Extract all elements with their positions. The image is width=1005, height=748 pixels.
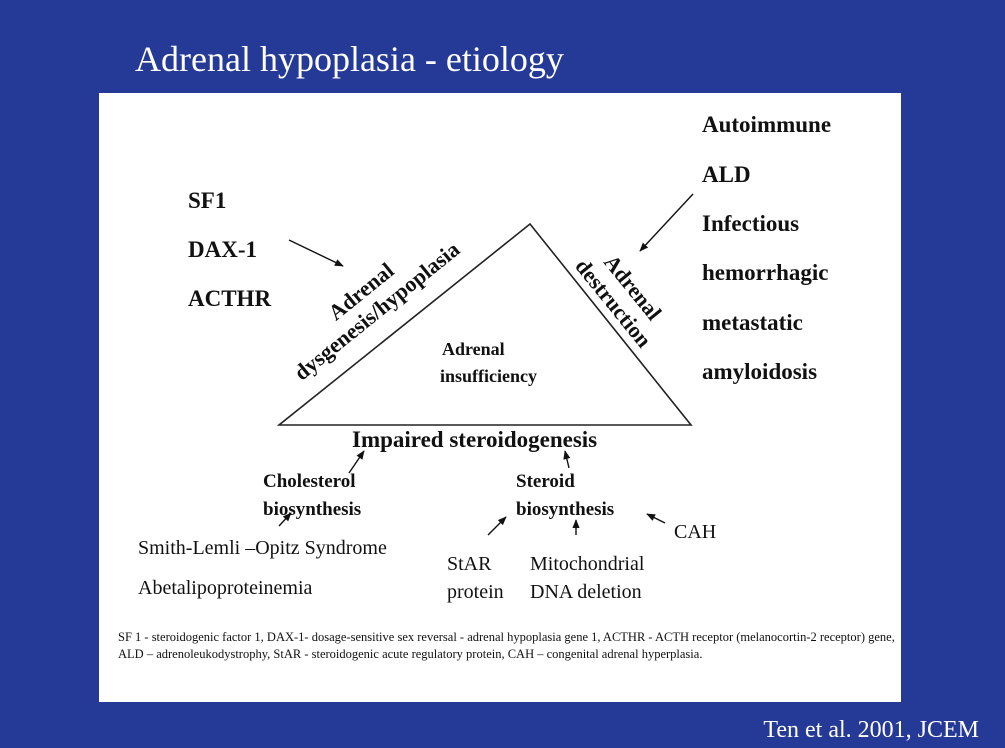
steroid-line-2: biosynthesis [516, 498, 615, 520]
diagram-lines [276, 193, 694, 536]
arrow-destruction [639, 193, 694, 252]
center-label-line-1: Adrenal [442, 339, 505, 359]
cause-autoimmune: Autoimmune [702, 112, 832, 137]
node-steroid-biosynthesis: Steroid biosynthesis [516, 468, 614, 523]
cause-infectious: Infectious [702, 211, 800, 236]
gene-dax1: DAX-1 [188, 237, 257, 262]
cause-ald: ALD [702, 162, 751, 187]
label-impaired-steroidogenesis: Impaired steroidogenesis [352, 427, 598, 452]
arrow-slo [278, 512, 292, 527]
triangle [276, 222, 693, 426]
arrow-cah [646, 513, 666, 524]
slide-title: Adrenal hypoplasia - etiology [135, 39, 564, 79]
arrow-steroid-up [563, 450, 571, 469]
arrow-cholesterol-up [348, 450, 365, 474]
diagram-panel: SF1 DAX-1 ACTHR Autoimmune ALD Infectiou… [99, 93, 901, 702]
cholesterol-line-2: biosynthesis [263, 498, 362, 520]
cholesterol-line-1: Cholesterol [263, 471, 356, 492]
arrow-star [487, 516, 507, 536]
cause-cah: CAH [674, 521, 717, 543]
center-label-line-2: insufficiency [440, 366, 537, 386]
star-line-2: protein [447, 581, 504, 603]
cause-hemorrhagic: hemorrhagic [702, 260, 829, 285]
cause-star-protein: StAR protein [447, 550, 504, 606]
cause-metastatic: metastatic [702, 310, 803, 335]
gene-acthr: ACTHR [188, 286, 272, 311]
node-cholesterol-biosynthesis: Cholesterol biosynthesis [263, 468, 361, 523]
label-adrenal-insufficiency: Adrenal insufficiency [440, 336, 537, 390]
gene-sf1: SF1 [188, 188, 227, 213]
mito-line-2: DNA deletion [530, 581, 642, 603]
cause-abetalipoproteinemia: Abetalipoproteinemia [138, 577, 313, 599]
cause-amyloidosis: amyloidosis [702, 359, 818, 384]
star-line-1: StAR [447, 553, 492, 575]
arrow-genes [288, 239, 344, 267]
footnote: SF 1 - steroidogenic factor 1, DAX-1- do… [118, 630, 895, 662]
steroid-line-1: Steroid [516, 471, 575, 492]
cause-smith-lemli-opitz: Smith-Lemli –Opitz Syndrome [138, 537, 387, 559]
cause-mitochondrial-dna: Mitochondrial DNA deletion [530, 550, 644, 606]
citation: Ten et al. 2001, JCEM [763, 717, 979, 743]
mito-line-1: Mitochondrial [530, 553, 645, 575]
